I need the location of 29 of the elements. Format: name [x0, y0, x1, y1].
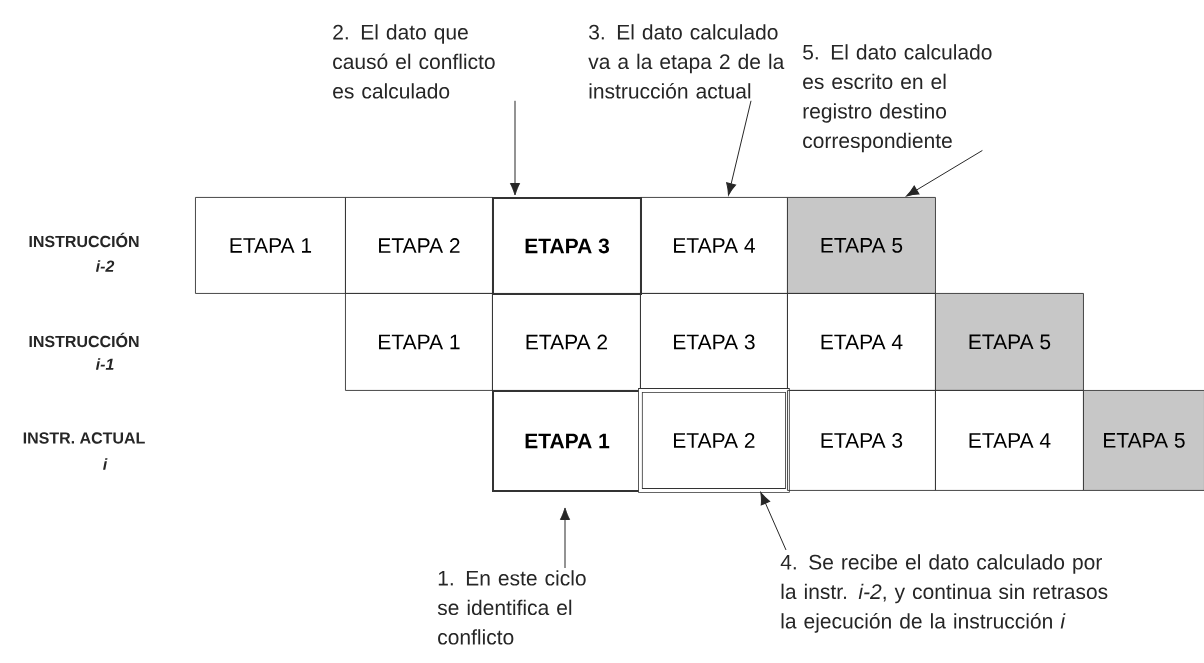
stage-cell: ETAPA 2 — [492, 293, 641, 391]
leader-arrow — [760, 492, 787, 551]
leader-arrow — [906, 149, 983, 197]
stage-cell: ETAPA 2 — [638, 388, 790, 493]
annotation-text: 5. El dato calculado es escrito en el registro destino correspondiente — [803, 44, 992, 153]
stage-cell: ETAPA 1 — [195, 197, 346, 294]
leader-arrow — [559, 507, 571, 569]
stage-cell: ETAPA 2 — [345, 197, 493, 294]
shaded-stage-cell: ETAPA 5 — [787, 197, 936, 294]
row-index: i-1 — [95, 358, 114, 370]
stage-cell: ETAPA 1 — [345, 293, 493, 391]
stage-cell: ETAPA 3 — [787, 390, 936, 491]
stage-cell: ETAPA 3 — [640, 293, 788, 391]
annotation-text: 3. El dato calculado va a la etapa 2 de la instrucción actual — [588, 24, 785, 99]
stage-cell: ETAPA 1 — [492, 390, 642, 492]
shaded-stage-cell: ETAPA 5 — [935, 293, 1084, 391]
annotation-text: 2. El dato que causó el conflicto es calculado — [333, 24, 495, 99]
row-label: INSTRUCCIÓN — [29, 232, 139, 248]
row-label: INSTRUCCIÓN — [29, 332, 139, 348]
row-label: INSTR. ACTUAL — [23, 432, 145, 444]
annotation-text: 1. En este ciclo se identifica el conflicto — [437, 570, 586, 645]
stage-cell: ETAPA 3 — [492, 197, 642, 295]
leader-arrow — [509, 100, 521, 196]
row-index: i-2 — [95, 260, 115, 272]
annotation-text: 4. Se recibe el dato calculado por la instr. i-2, y continua sin retrasos la ejecución de la instrucción i — [780, 554, 1108, 633]
leader-arrow — [726, 100, 752, 196]
row-index: i — [103, 458, 108, 470]
shaded-stage-cell: ETAPA 5 — [1083, 390, 1204, 491]
stage-cell: ETAPA 4 — [935, 390, 1084, 491]
